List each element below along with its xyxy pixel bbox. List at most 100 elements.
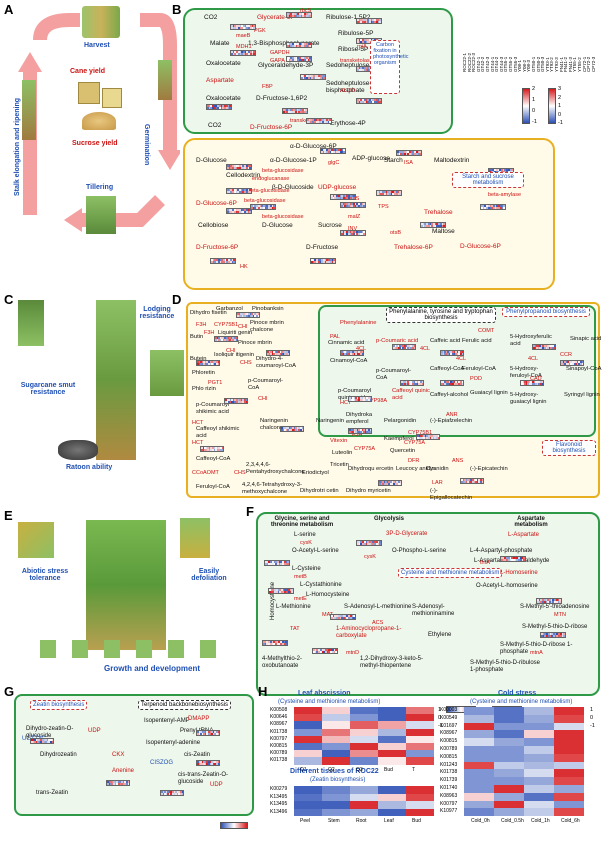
heat-strip-cell [316,651,319,653]
heat-strip-cell [312,119,314,121]
heat-strip-cell [227,167,229,169]
heat-strip-cell [433,225,435,227]
heat-strip-cell [492,169,495,171]
heat-strip-cell [256,205,258,207]
heat-strip-cell [336,151,339,153]
heat-strip-cell [257,313,260,315]
heat-strip-cell [244,313,247,315]
heat-strip-cell [331,615,333,617]
heat-strip-cell [521,383,523,385]
heatmap-scale-tick: 0 [438,715,442,721]
heat-strip-cell [246,315,249,317]
flavonoid-heat-strip [196,360,220,366]
heat-strip-cell [252,313,255,315]
heat-strip-cell [530,383,533,385]
heat-strip-cell [356,397,359,399]
heat-strip-cell [281,429,283,431]
heat-strip-cell [385,483,387,485]
heat-strip-cell [264,641,267,643]
heatmap-col-label: Bud [412,818,421,824]
heat-strip-cell [222,105,225,107]
heat-strip-cell [127,781,130,783]
g-color-scale [220,822,248,829]
heat-strip-cell [232,53,235,55]
heat-strip-row [377,191,402,193]
heat-strip-cell [361,399,364,401]
heat-strip-cell [428,435,430,437]
heat-strip-cell [116,781,119,783]
heat-strip-cell [288,57,291,59]
heatmap-cell [406,743,434,751]
heat-strip-cell [316,259,318,261]
heat-strip-cell [296,109,299,111]
heat-strip-cell [322,149,325,151]
cysteine-enzyme: metB [294,574,307,580]
calvin-node: Malate [210,40,230,47]
heat-strip-cell [349,429,351,431]
heat-strip-cell [323,649,326,651]
heat-strip-cell [198,733,201,735]
heat-strip-cell [242,167,245,169]
heat-strip-cell [434,225,437,227]
heat-strip-cell [240,167,243,169]
heat-strip-cell [225,401,227,403]
heat-strip-cell [233,209,236,211]
heat-strip-cell [219,105,221,107]
heatmap-cell [524,769,554,778]
heat-strip-cell [341,615,344,617]
heat-strip-cell [273,351,275,353]
flavonoid-node: p-Coumaric acid [376,338,419,344]
heat-strip-cell [209,731,212,733]
heat-strip-cell [229,259,232,261]
heat-strip-cell [226,339,228,341]
heat-strip-cell [535,381,537,383]
heat-strip-cell [369,543,371,545]
heat-strip-cell [375,541,378,543]
heat-strip-cell [424,225,427,227]
heat-strip-cell [353,429,356,431]
heat-strip-cell [346,195,349,197]
heat-strip-cell [458,353,460,355]
flavonoid-node: 5-Hydroxy-feruloyl-CoA [510,366,542,379]
heat-strip-cell [481,479,484,481]
heat-strip-cell [227,339,230,341]
flavonoid-enzyme: CHI [258,396,268,402]
heatmap-cell [406,757,434,765]
heat-strip-cell [277,589,280,591]
heat-strip-cell [465,479,468,481]
heat-strip-cell [241,27,244,29]
heat-strip-cell [268,643,270,645]
heat-strip-cell [390,193,393,195]
heat-strip-row [251,205,276,207]
heatmap-cell [524,722,554,731]
heat-strip-cell [496,207,499,209]
heat-strip-cell [387,191,390,193]
heat-strip-cell [509,169,512,171]
heatmap-cell [406,728,434,736]
heat-strip-cell [254,205,257,207]
heat-strip-cell [287,561,290,563]
heat-strip-cell [380,193,383,195]
heat-strip-cell [568,363,571,365]
flavonoid-heat-strip [280,426,304,432]
heat-strip-cell [224,261,227,263]
heat-strip-cell [475,479,477,481]
heat-strip-cell [167,793,169,795]
heat-strip-cell [346,233,348,235]
cysteine-enzyme: MAT [322,612,334,618]
heat-strip-cell [465,481,468,483]
flavonoid-node: (-)-Epiafzelechin [430,418,473,424]
heatmap-cell [464,730,494,739]
heat-strip-cell [394,193,396,195]
heat-strip-cell [204,731,207,733]
heat-strip-cell [393,483,395,485]
heat-strip-cell [305,59,308,61]
heat-strip-cell [290,43,293,45]
heat-strip-cell [341,195,344,197]
heat-strip-cell [358,67,361,69]
heat-strip-cell [418,381,420,383]
heat-strip-cell [414,153,416,155]
heat-strip-cell [232,165,234,167]
heat-strip-cell [437,437,440,439]
heat-strip-cell [37,739,39,741]
